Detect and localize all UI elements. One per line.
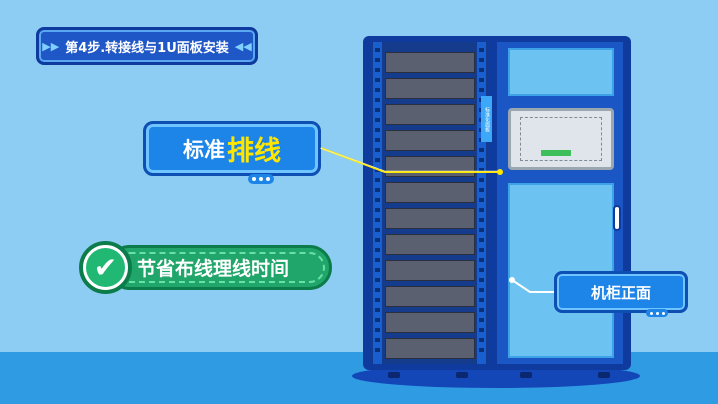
cabinet-foot bbox=[598, 372, 610, 378]
door-window-top bbox=[508, 48, 614, 96]
rack-tag: 标准化面板 bbox=[481, 96, 492, 142]
door-window-bottom bbox=[508, 183, 614, 358]
ellipsis-dots-icon bbox=[646, 309, 668, 317]
ellipsis-dots-icon bbox=[248, 174, 274, 184]
step-title-banner: ▶▶ 第4步.转接线与1U面板安装 ◀◀ bbox=[36, 27, 258, 65]
cabinet-foot bbox=[520, 372, 532, 378]
save-time-bar bbox=[107, 245, 332, 290]
cabinet-front-label: 机柜正面 bbox=[554, 271, 688, 313]
standard-wiring-card: 标准 排线 bbox=[143, 121, 321, 176]
check-circle: ✔ bbox=[79, 241, 132, 294]
step-title: 第4步.转接线与1U面板安装 bbox=[65, 40, 229, 56]
rack-slot bbox=[385, 312, 475, 333]
triangle-arrow-icon: ◀◀ bbox=[234, 39, 252, 53]
rack-slot bbox=[385, 52, 475, 73]
rack-slot bbox=[385, 338, 475, 359]
rack-slot bbox=[385, 104, 475, 125]
save-time-badge: 节省布线理线时间 ✔ bbox=[79, 241, 332, 294]
cabinet-foot bbox=[388, 372, 400, 378]
door-handle bbox=[613, 205, 621, 231]
rack-slot bbox=[385, 182, 475, 203]
panel-terminal-strip bbox=[541, 150, 571, 156]
rack-slot bbox=[385, 78, 475, 99]
rack-rail-right bbox=[477, 42, 486, 364]
rack-slot bbox=[385, 208, 475, 229]
checkmark-icon: ✔ bbox=[86, 248, 125, 287]
1u-panel bbox=[508, 108, 614, 170]
rack-slot bbox=[385, 234, 475, 255]
rack-slot bbox=[385, 130, 475, 151]
rack-rail-left bbox=[373, 42, 382, 364]
rack-slot bbox=[385, 156, 475, 177]
standard-prefix: 标准 bbox=[183, 137, 225, 162]
triangle-arrow-icon: ▶▶ bbox=[42, 39, 60, 53]
rack-slot bbox=[385, 260, 475, 281]
panel-inner-frame bbox=[520, 117, 602, 161]
save-time-text: 节省布线理线时间 bbox=[137, 258, 290, 280]
standard-highlight: 排线 bbox=[227, 136, 281, 167]
rack-slot bbox=[385, 286, 475, 307]
cabinet-foot bbox=[456, 372, 468, 378]
